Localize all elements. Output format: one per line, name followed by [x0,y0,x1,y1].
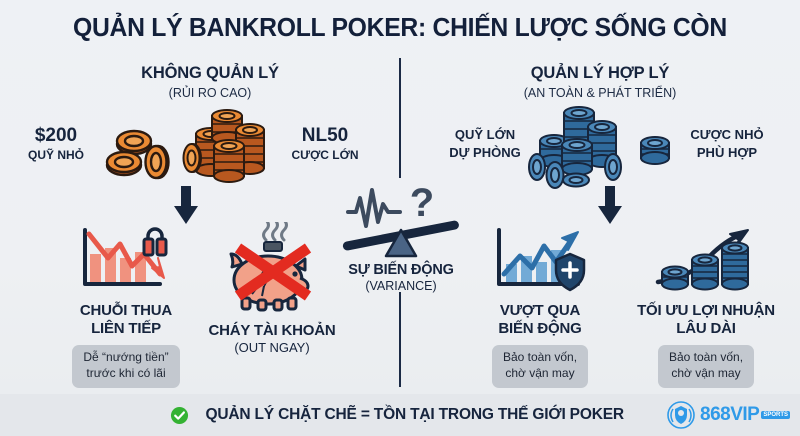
column-left-heading: KHÔNG QUẢN LÝ [141,64,279,82]
brand-badge: SPORTS [761,410,790,420]
outcome-card-survive-variance: VƯỢT QUA BIẾN ĐỘNG Bảo toàn vốn, chờ vận… [448,222,632,388]
large-orange-chip-stacks-icon [182,108,268,193]
card-4-caption-line2: chờ vận may [671,365,741,380]
card-2-title-line2: (OUT NGAY) [234,339,310,355]
arrow-down-icon-left [172,186,200,231]
stakes-bad-label: NL50 CƯỢC LỚN [272,125,378,163]
card-4-title-line1: TỐI ƯU LỢI NHUẬN [637,302,775,319]
crest-emblem-icon [667,401,695,429]
declining-chart-broken-lock-icon [30,222,222,296]
brand-name: 868VIP [700,404,760,425]
card-1-caption-line2: trước khi có lãi [86,365,166,380]
check-circle-icon [170,406,188,424]
bankroll-bad-caption: QUỸ NHỎ [27,147,84,162]
card-3-caption-line1: Bảo toàn vốn, [502,350,578,365]
stakes-good-line1: CƯỢC NHỎ [690,127,764,142]
stakes-bad-amount: NL50 [301,125,349,146]
card-1-caption-line1: Dễ “nướng tiền” [83,350,169,365]
column-left-subheading: (RỦI RO CAO) [168,86,252,100]
stakes-bad-caption: CƯỢC LỚN [291,147,359,162]
variance-title: SỰ BIẾN ĐỘNG [348,262,454,278]
card-3-title-line2: BIẾN ĐỘNG [498,319,582,337]
footer-text: QUẢN LÝ CHẶT CHẼ = TỒN TẠI TRONG THẾ GIỚ… [205,406,624,423]
bankroll-good-label: QUỸ LỚN DỰ PHÒNG [432,127,538,161]
card-1-title-line2: LIÊN TIẾP [91,319,161,337]
bankroll-good-line1: QUỸ LỚN [454,127,516,142]
card-2-title-line1: CHÁY TÀI KHOẢN [208,322,336,339]
seesaw-variance-icon: ? [330,178,472,262]
large-blue-chip-stacks-icon [528,105,628,196]
broken-piggy-bank-icon [182,222,362,318]
arrow-down-icon-right [596,186,624,231]
svg-text:?: ? [410,181,434,225]
card-4-caption-line1: Bảo toàn vốn, [668,350,744,365]
outcome-card-losing-streak: CHUỖI THUA LIÊN TIẾP Dễ “nướng tiền” trư… [30,222,222,388]
bankroll-bad-label: $200 QUỸ NHỎ [8,125,104,163]
bankroll-bad-amount: $200 [34,125,78,146]
variance-subtitle: (VARIANCE) [365,279,437,293]
center-divider-top [399,58,401,178]
card-4-title-line2: LÂU DÀI [676,319,736,337]
center-divider-bottom [399,292,401,387]
column-right-subheading: (AN TOÀN & PHÁT TRIỂN) [523,86,677,100]
stakes-good-label: CƯỢC NHỎ PHÙ HỢP [672,127,782,161]
card-1-title-line1: CHUỖI THUA [79,302,173,319]
page-title: QUẢN LÝ BANKROLL POKER: CHIẾN LƯỢC SỐNG … [73,14,727,42]
card-3-caption-line2: chờ vận may [505,365,575,380]
card-4-caption: Bảo toàn vốn, chờ vận may [657,345,755,388]
card-3-caption: Bảo toàn vốn, chờ vận may [491,345,589,388]
variance-block: ? SỰ BIẾN ĐỘNG (VARIANCE) [330,178,472,293]
card-3-title-line1: VƯỢT QUA [499,302,581,319]
column-header-left: KHÔNG QUẢN LÝ (RỦI RO CAO) [60,64,360,100]
growing-chip-stacks-arrow-icon [612,222,800,296]
small-blue-chip-stack-icon [636,133,674,176]
rising-chart-shield-icon [448,222,632,296]
outcome-card-long-term-profit: TỐI ƯU LỢI NHUẬN LÂU DÀI Bảo toàn vốn, c… [612,222,800,388]
column-right-heading: QUẢN LÝ HỢP LÝ [530,64,670,82]
footer-bar: QUẢN LÝ CHẶT CHẼ = TỒN TẠI TRONG THẾ GIỚ… [0,394,800,436]
small-orange-chips-icon [104,128,178,187]
brand-logo: 868VIP SPORTS [667,401,790,429]
bankroll-good-line2: DỰ PHÒNG [449,144,521,160]
outcome-card-bust-account: CHÁY TÀI KHOẢN (OUT NGAY) [182,222,362,355]
column-header-right: QUẢN LÝ HỢP LÝ (AN TOÀN & PHÁT TRIỂN) [440,64,760,100]
stakes-good-line2: PHÙ HỢP [696,144,758,160]
card-1-caption: Dễ “nướng tiền” trước khi có lãi [72,345,180,388]
